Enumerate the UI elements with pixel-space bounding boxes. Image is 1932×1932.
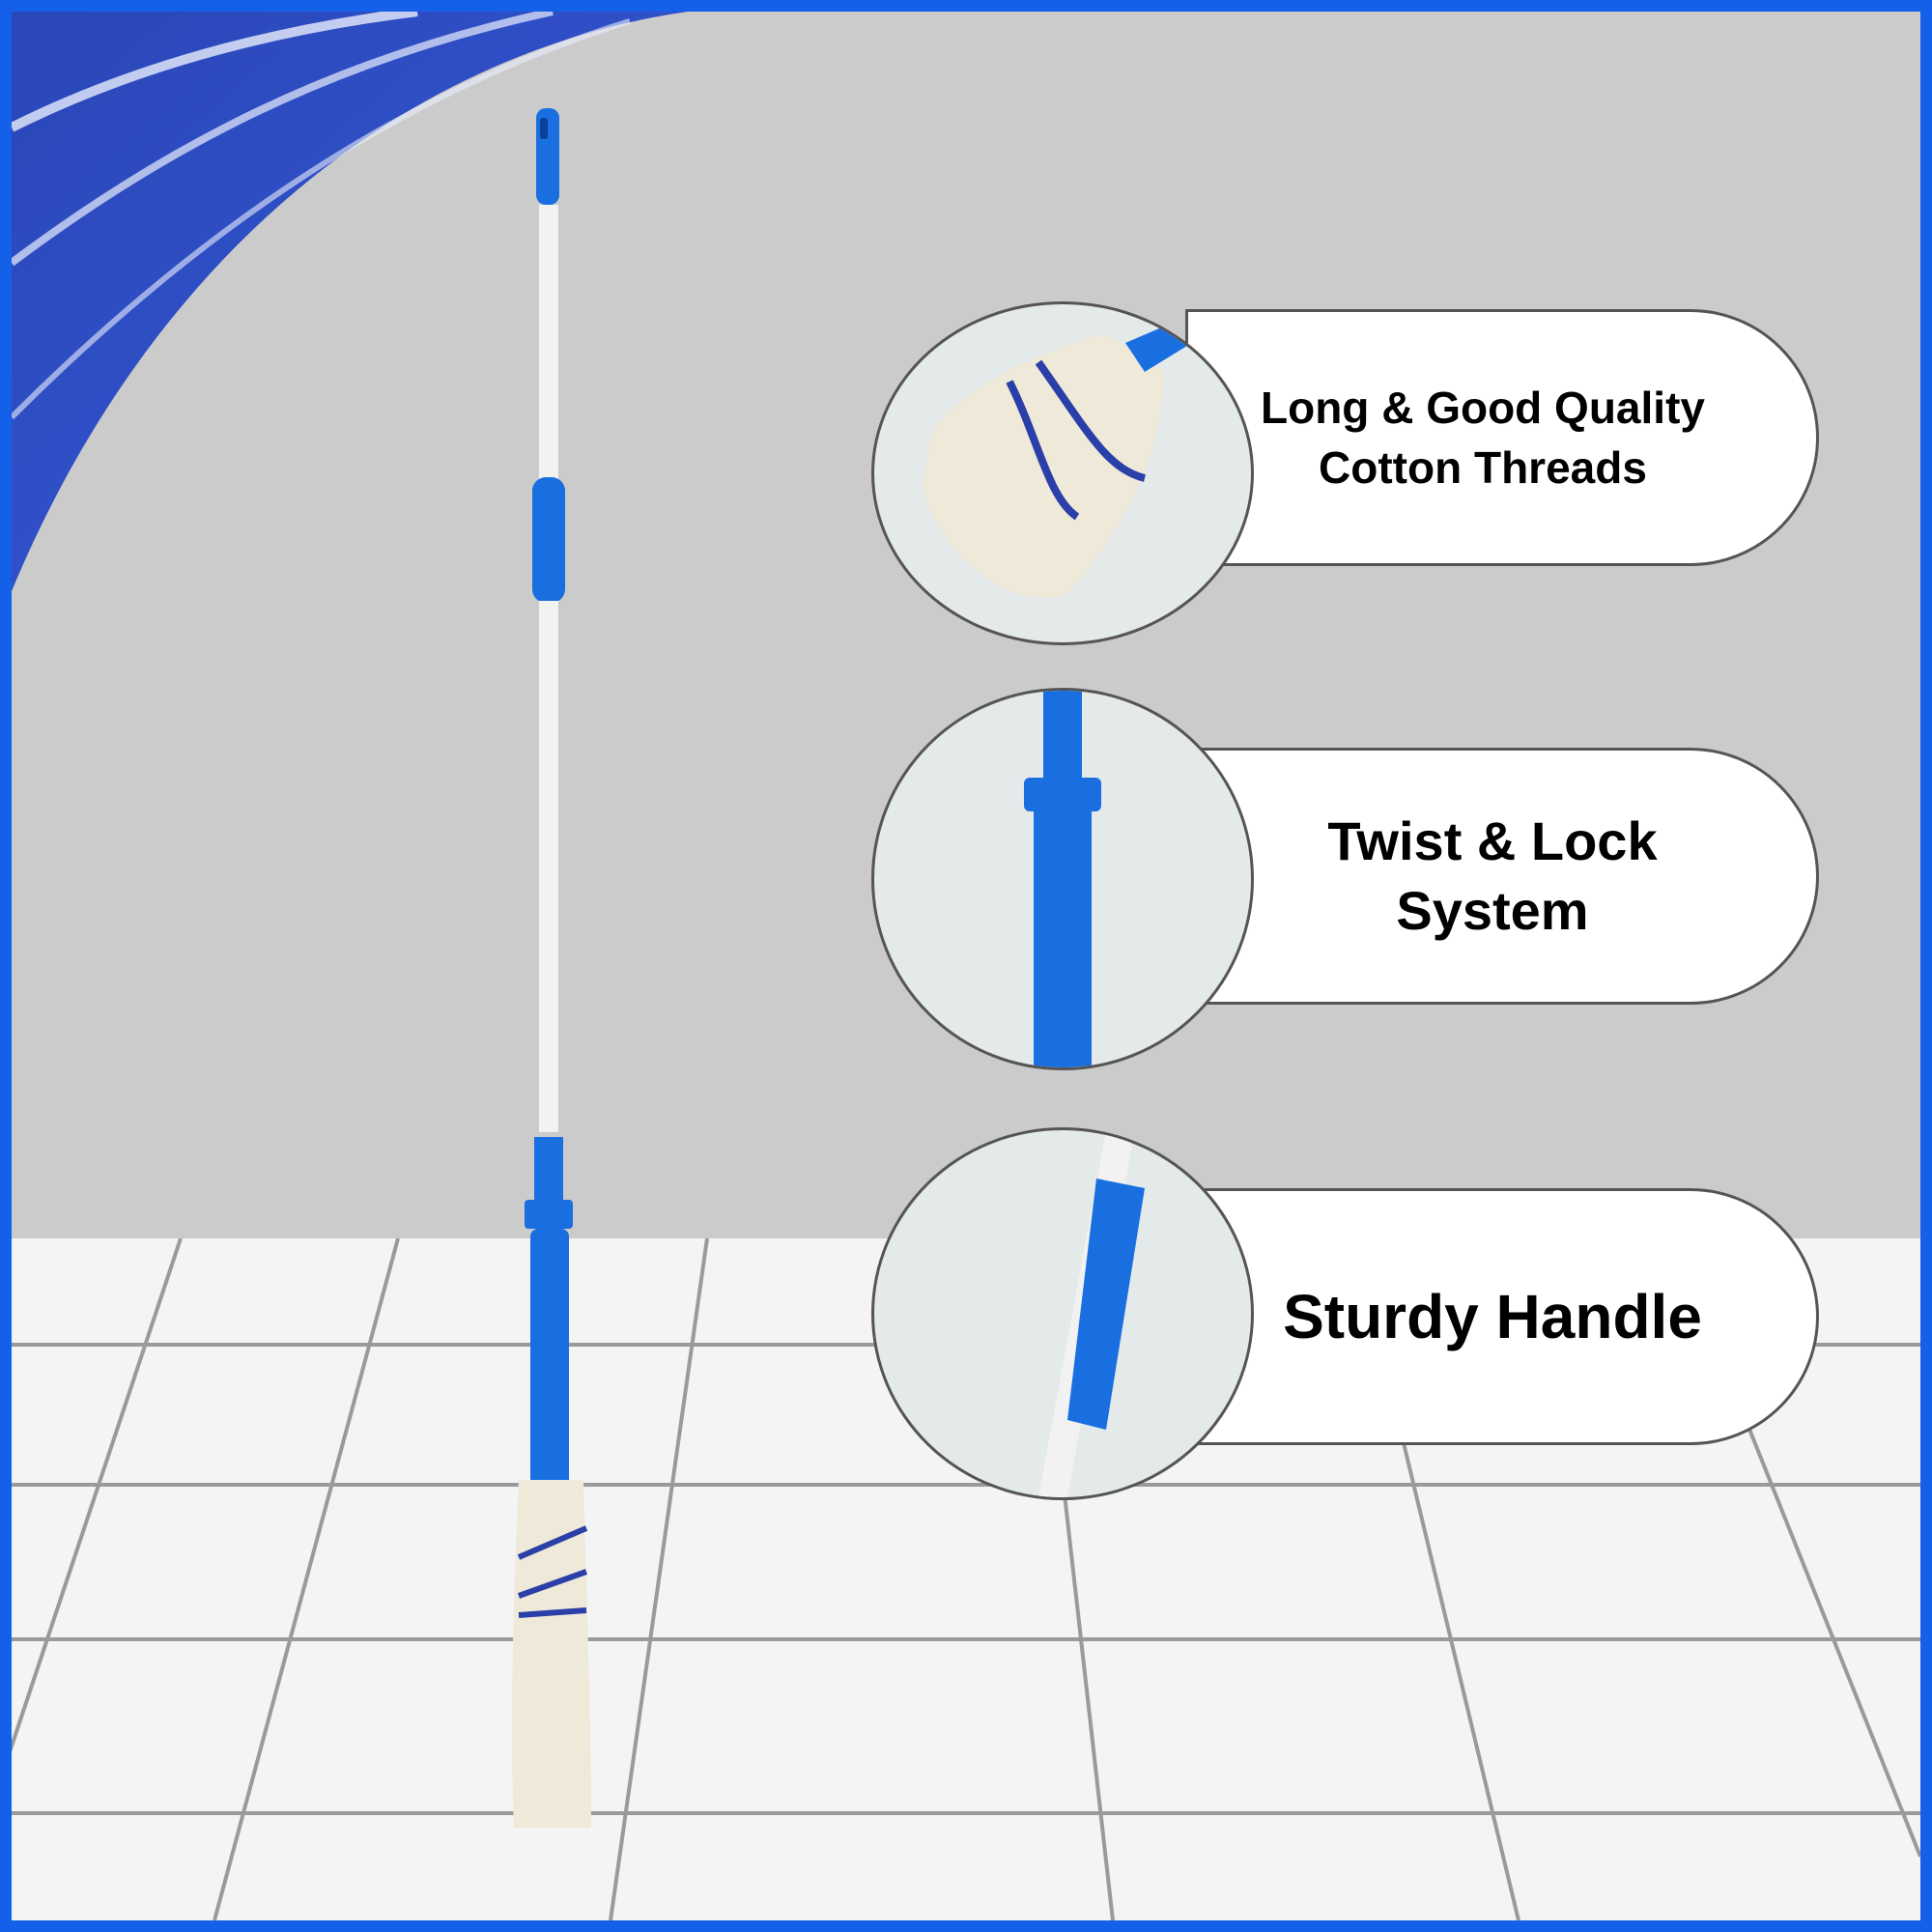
grip-handle-icon	[871, 1127, 1254, 1500]
product-banner: Long & Good Quality Cotton Threads Twist…	[12, 12, 1920, 1920]
cotton-mop-head-icon	[871, 301, 1254, 645]
twist-lock-joint-icon	[871, 688, 1254, 1070]
feature-label-pill: Twist & Lock System	[1185, 748, 1819, 1005]
blue-swoosh-decoration	[12, 12, 688, 591]
feature-label-pill: Sturdy Handle	[1185, 1188, 1819, 1445]
feature-label-pill: Long & Good Quality Cotton Threads	[1185, 309, 1819, 566]
mop-product-image	[511, 108, 591, 1828]
